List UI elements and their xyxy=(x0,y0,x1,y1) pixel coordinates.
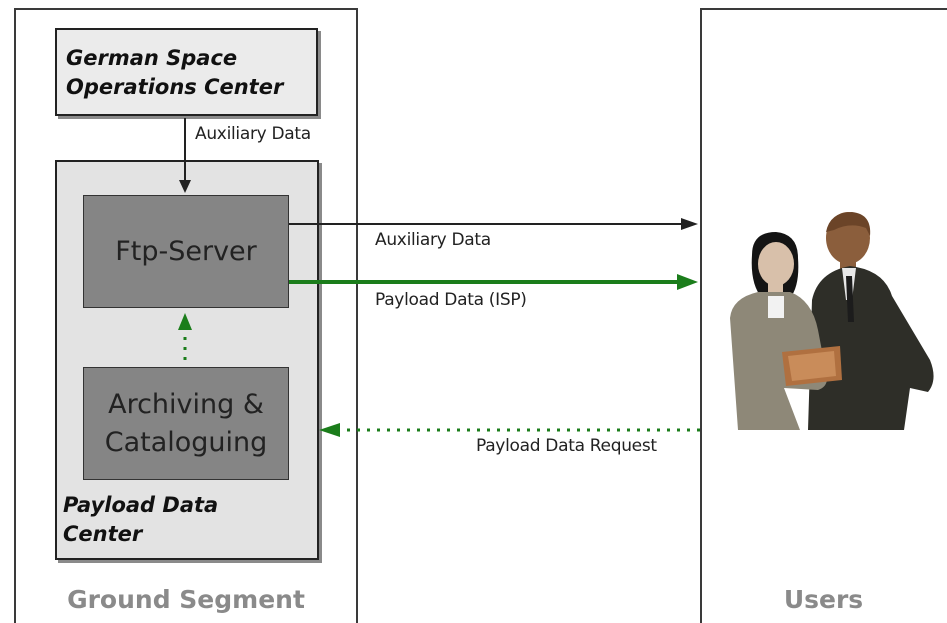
users-label: Users xyxy=(783,585,864,614)
payload-data-arrow xyxy=(289,274,698,290)
payload-data-label: Payload Data (ISP) xyxy=(375,290,527,310)
payload-data-center-label: Payload Data Center xyxy=(63,493,219,546)
ftp-server-box: Ftp-Server xyxy=(83,195,289,308)
gsoc-box: German Space Operations Center xyxy=(55,28,318,116)
gsoc-title: German Space Operations Center xyxy=(66,46,284,99)
gsoc-aux-data-label: Auxiliary Data xyxy=(195,124,311,144)
archive-to-ftp-arrow xyxy=(178,313,192,360)
payload-request-arrow xyxy=(319,423,700,437)
clipboard-icon xyxy=(782,346,842,386)
ground-segment-label: Ground Segment xyxy=(67,585,305,614)
archiving-label: Archiving & Cataloguing xyxy=(104,388,268,458)
ftp-server-label: Ftp-Server xyxy=(115,235,257,267)
aux-data-label: Auxiliary Data xyxy=(375,230,491,250)
ground-segment-column xyxy=(14,8,358,623)
aux-data-arrow xyxy=(289,218,698,230)
man-figure xyxy=(808,212,934,430)
users-column xyxy=(700,8,947,623)
woman-figure xyxy=(730,232,827,430)
gsoc-to-ftp-arrow xyxy=(179,118,191,193)
archiving-box: Archiving & Cataloguing xyxy=(83,367,289,480)
payload-request-label: Payload Data Request xyxy=(476,436,657,456)
users-figure xyxy=(730,212,934,430)
